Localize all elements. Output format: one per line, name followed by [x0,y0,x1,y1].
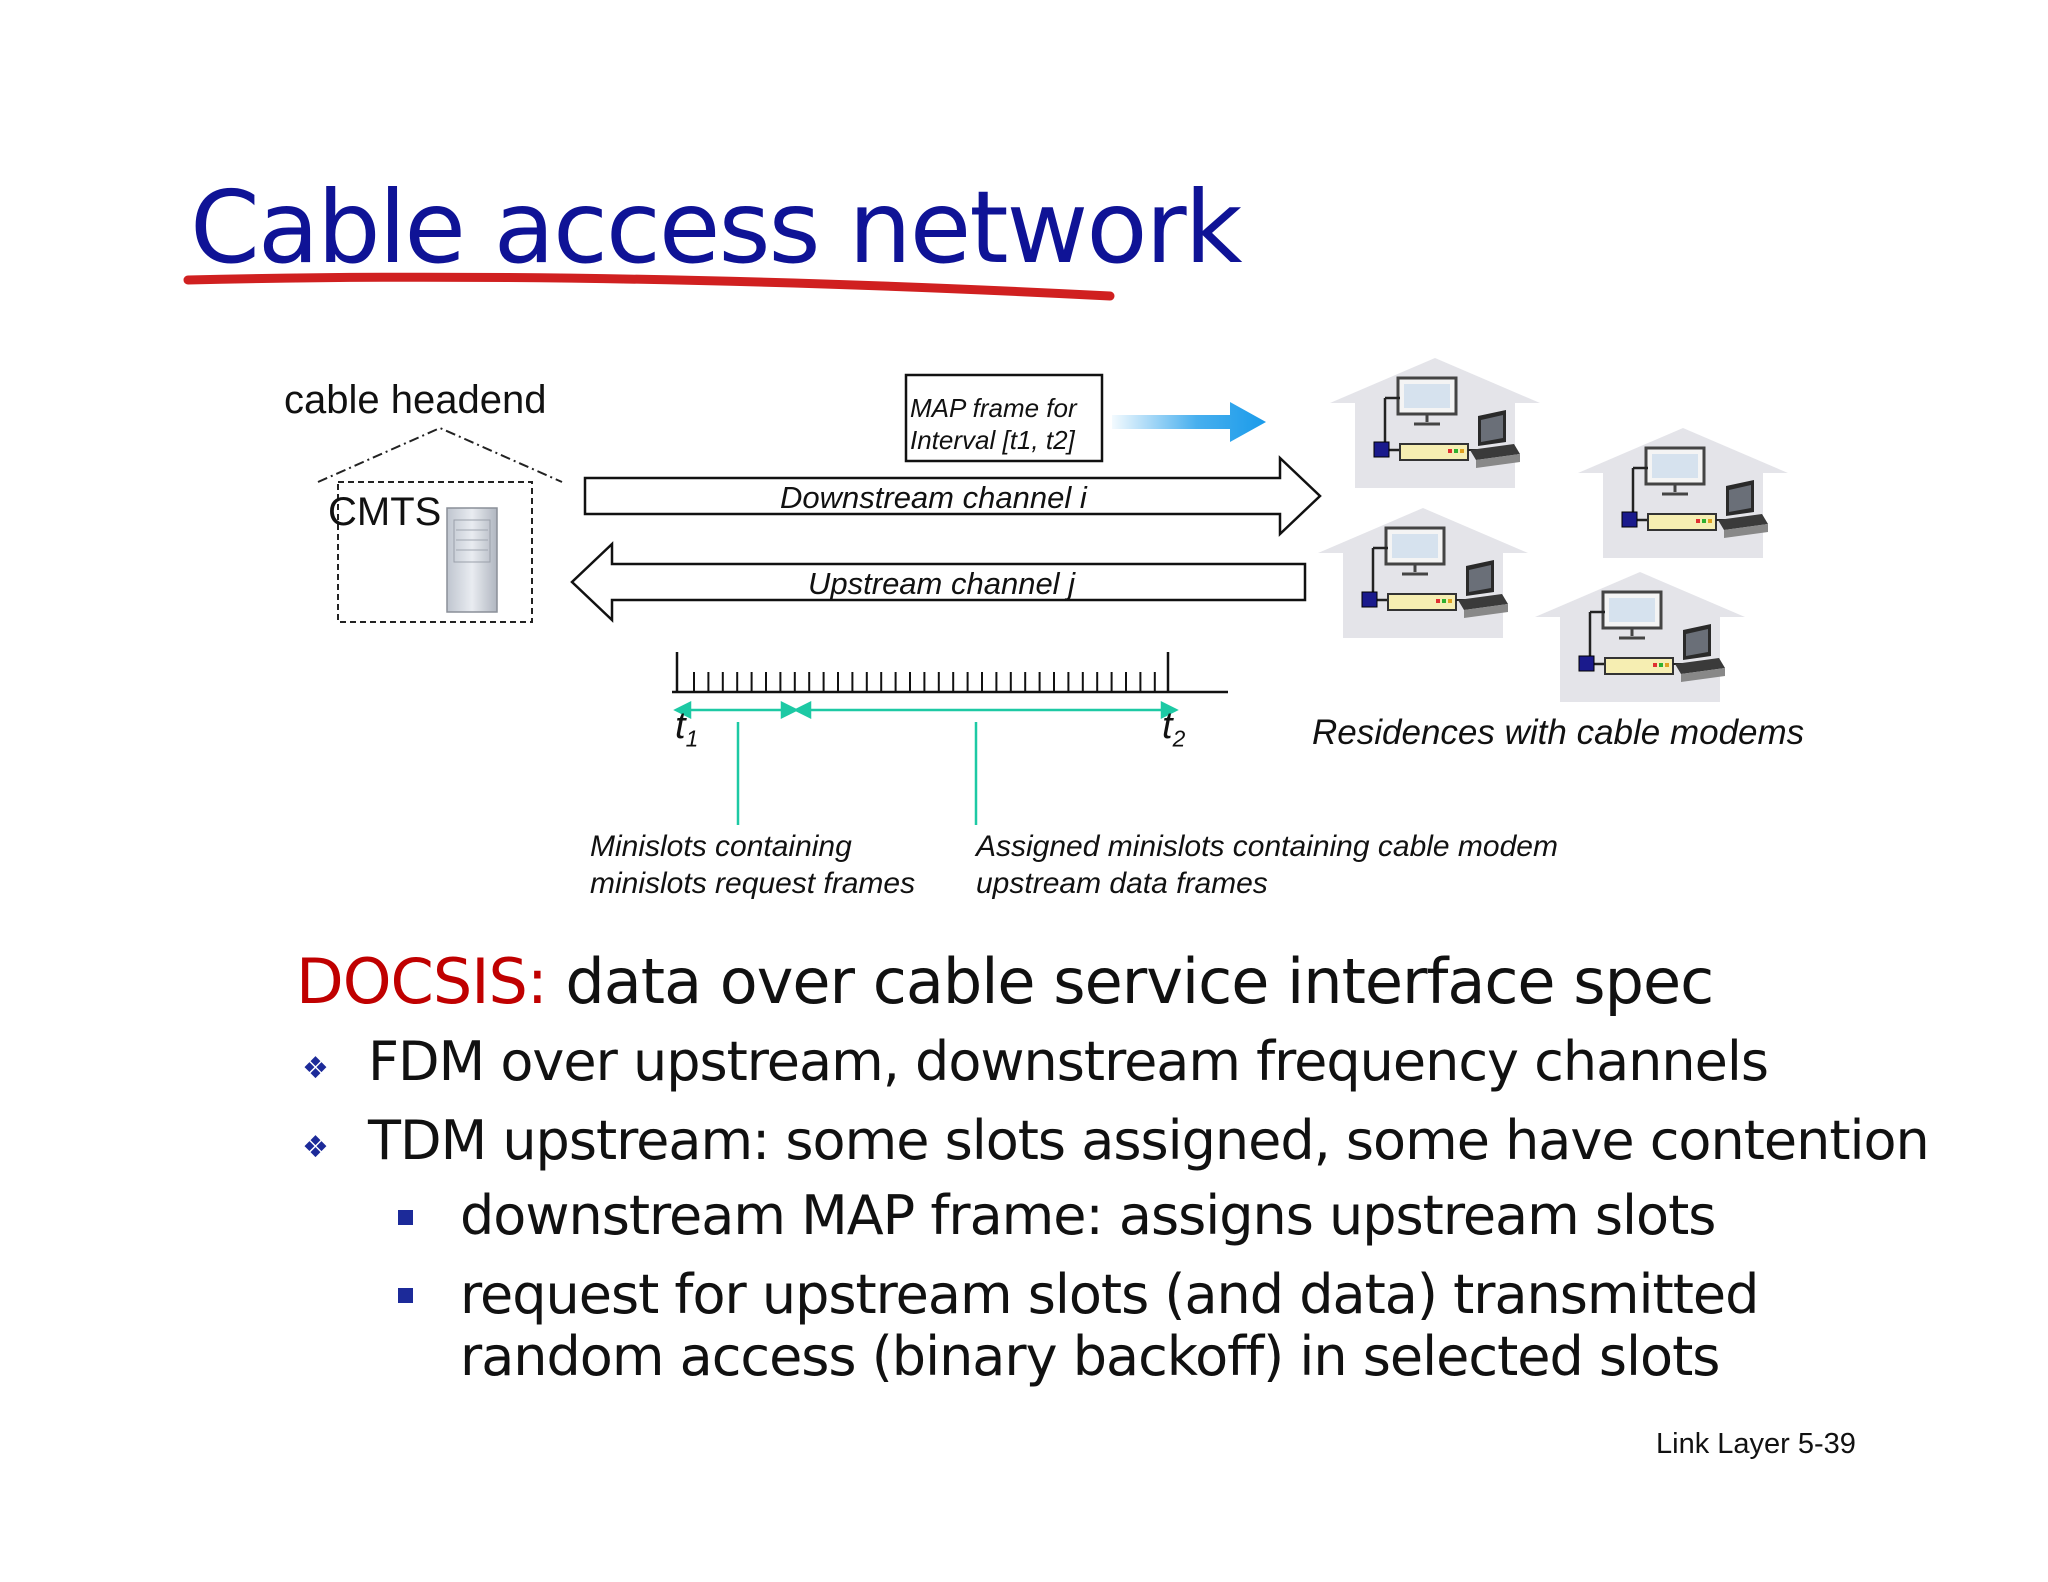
square-bullet-icon [398,1288,413,1303]
residence-house [1328,356,1542,490]
sub-bullet-item: request for upstream slots (and data) tr… [460,1263,1759,1388]
map-frame-label: MAP frame for Interval [t1, t2] [910,393,1077,455]
residences-label: Residences with cable modems [1312,713,1805,752]
bullet-item: TDM upstream: some slots assigned, some … [368,1109,1930,1172]
t2-label: t2 [1162,705,1186,752]
minislots-request-label: Minislots containing minislots request f… [590,830,916,900]
slide-footer: Link Layer 5-39 [1656,1428,1856,1460]
downstream-channel-label: Downstream channel i [780,480,1087,515]
sub-bullet-item: downstream MAP frame: assigns upstream s… [460,1184,1716,1247]
docsis-term: DOCSIS: [296,945,548,1018]
diamond-bullet-icon: ❖ [302,1130,329,1165]
t1-label: t1 [675,705,699,752]
timeline-axis [672,652,1228,694]
docsis-definition: DOCSIS: data over cable service interfac… [296,945,1714,1018]
headend-label: cable headend [284,378,547,422]
residence-house [1576,426,1790,560]
cmts-label: CMTS [328,490,442,534]
page-title: Cable access network [190,169,1243,286]
square-bullet-icon [398,1210,413,1225]
bullet-item: FDM over upstream, downstream frequency … [368,1030,1769,1093]
residence-house [1316,506,1530,640]
residence-house [1533,570,1747,704]
docsis-text: data over cable service interface spec [546,945,1714,1018]
assigned-minislots-label: Assigned minislots containing cable mode… [976,830,1558,900]
diamond-bullet-icon: ❖ [302,1051,329,1086]
upstream-channel-label: Upstream channel j [808,566,1076,601]
